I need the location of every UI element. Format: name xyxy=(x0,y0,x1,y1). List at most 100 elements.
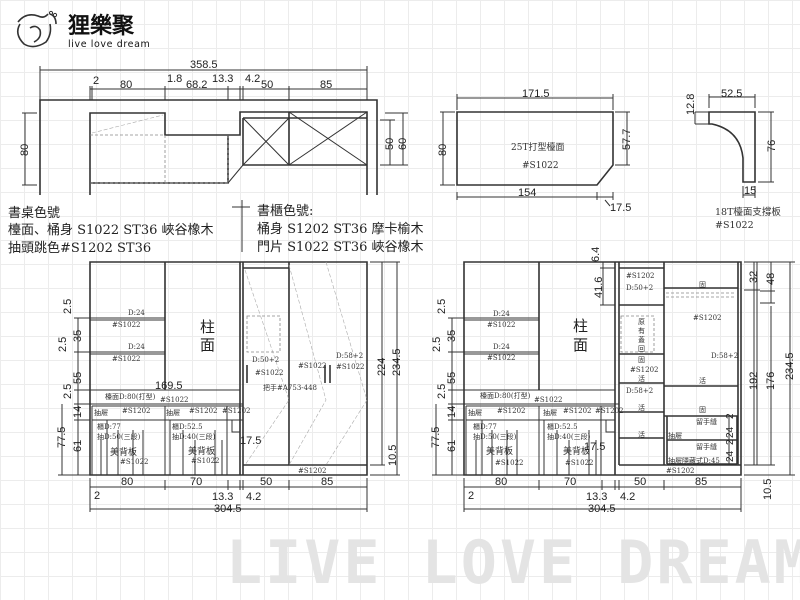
dim: 68.2 xyxy=(186,79,207,91)
dim: 234.5 xyxy=(391,348,403,376)
dim: 80 xyxy=(495,476,507,488)
dim: 10.5 xyxy=(762,479,774,500)
dim: 4.2 xyxy=(246,491,261,503)
shelf-color: #S1022 xyxy=(112,321,140,329)
drawer-color: #S1202 xyxy=(497,407,525,415)
drawing-line xyxy=(89,261,368,476)
drawer-color: #S1202 xyxy=(563,407,591,415)
drawing-line xyxy=(52,12,58,18)
unit-label: #S1022 xyxy=(191,457,219,465)
dim: 17.5 xyxy=(584,441,605,453)
cabinet-color-line: 門片 S1022 ST36 峽谷橡木 xyxy=(257,240,424,255)
dim: 70 xyxy=(564,476,576,488)
logo-tagline: live love dream xyxy=(68,39,150,50)
drawer-color: #S1202 xyxy=(189,407,217,415)
drawing-line xyxy=(440,111,455,186)
dim: 52.5 xyxy=(721,88,742,100)
movable-label: 活 xyxy=(699,376,706,385)
dim: 2.5 xyxy=(57,337,69,352)
dim: 12.8 xyxy=(685,94,697,115)
drawing-line xyxy=(694,111,709,125)
dim: 50 xyxy=(384,138,396,150)
dim: 169.5 xyxy=(155,380,183,392)
dim: 2.5 xyxy=(431,337,443,352)
dim: 13.3 xyxy=(586,491,607,503)
dim: 13.3 xyxy=(212,73,233,85)
unit-label: 櫃D:52.5 xyxy=(172,422,203,431)
cabinet-label: #S1202 xyxy=(630,366,658,374)
box-label: 有 xyxy=(638,326,645,335)
wardrobe-label: #S1022 xyxy=(255,369,283,377)
drawer-label: 抽屜 xyxy=(468,408,482,417)
drawing-line xyxy=(91,114,164,134)
drawing-line xyxy=(666,292,736,298)
watermark: LIVE LOVE DREAM xyxy=(226,528,800,598)
box-label: 回 xyxy=(638,345,645,353)
unit-label: #S1022 xyxy=(495,459,523,467)
fixed-label: 固 xyxy=(699,406,706,414)
drawing-line xyxy=(619,267,738,465)
dim: 192 xyxy=(748,372,760,390)
cabinet-label: #S1202 xyxy=(693,314,721,322)
cabinet-color-line: 桶身 S1202 ST36 摩卡榆木 xyxy=(257,221,424,237)
logo-name: 狸樂聚 xyxy=(68,13,135,39)
dim: 14 xyxy=(446,406,458,418)
dim: 50 xyxy=(634,476,646,488)
dim: 85 xyxy=(321,476,333,488)
handle-icon xyxy=(246,365,331,383)
dim: 80 xyxy=(120,79,132,91)
fixed-label: 固 xyxy=(638,356,645,364)
drawing-line xyxy=(380,112,408,166)
desk-color-line: 抽頭跳色#S1202 ST36 xyxy=(8,240,151,256)
shelf-depth: D:24 xyxy=(493,310,510,318)
box-label: 原 xyxy=(638,318,645,326)
drawing-line xyxy=(22,112,37,186)
dim: 85 xyxy=(695,476,707,488)
dim: 50 xyxy=(261,79,273,91)
fixed-label: 固 xyxy=(699,281,706,289)
handle-label: 把手#A753-448 xyxy=(263,383,317,392)
drawing-line xyxy=(475,420,597,475)
desk-color-line: 檯面、桶身 S1022 ST36 峽谷橡木 xyxy=(8,222,214,238)
shelf-depth: D:24 xyxy=(128,343,145,351)
unit-label: 美背板 xyxy=(188,445,215,457)
drawing-line xyxy=(16,13,57,48)
desk-top-color: #S1022 xyxy=(160,396,188,404)
dim: 14 xyxy=(72,406,84,418)
dim: 24 xyxy=(725,450,736,462)
dim: 35 xyxy=(72,330,84,342)
shelf-color: #S1022 xyxy=(487,321,515,329)
dim: 41.6 xyxy=(593,277,605,298)
drawing-line xyxy=(370,261,400,476)
dim: 2.5 xyxy=(62,384,74,399)
dim: 24 xyxy=(725,426,736,438)
column-label: 柱 xyxy=(200,318,215,336)
gap-label: 留手縫 xyxy=(696,417,717,426)
unit-label: 抽D:50(三段) xyxy=(473,432,517,441)
dim: 55 xyxy=(72,372,84,384)
drawing-line xyxy=(708,111,756,183)
column-label: 面 xyxy=(200,336,215,354)
column-label: 柱 xyxy=(573,317,588,335)
color-notes: 書桌色號 檯面、桶身 S1022 ST36 峽谷橡木 抽頭跳色#S1202 ST… xyxy=(8,200,424,256)
dim: 4.2 xyxy=(245,73,260,85)
drawing-line xyxy=(600,262,615,306)
drawing-line xyxy=(742,186,756,198)
movable-label: 活 xyxy=(638,403,645,412)
drawer-label: 抽屜 xyxy=(668,431,682,440)
dim: 1.8 xyxy=(167,73,182,85)
elevation-right: D:24 #S1022 D:24 #S1022 柱 面 檯面D:80(打型) #… xyxy=(430,247,796,515)
dim: 85 xyxy=(320,79,332,91)
unit-label: 櫃D:52.5 xyxy=(547,422,578,431)
dim: 77.5 xyxy=(430,427,442,448)
logo: 狸樂聚 live love dream xyxy=(16,10,150,50)
dim: 4.2 xyxy=(620,491,635,503)
dim: 2 xyxy=(468,490,474,502)
drawing-line xyxy=(456,192,614,207)
drawing-line xyxy=(744,261,795,476)
shelf-color: #S1022 xyxy=(487,354,515,362)
dim: 2.5 xyxy=(436,299,448,314)
dim: 77.5 xyxy=(56,427,68,448)
support-board-color: #S1022 xyxy=(715,220,754,231)
drawing-line xyxy=(708,94,756,108)
